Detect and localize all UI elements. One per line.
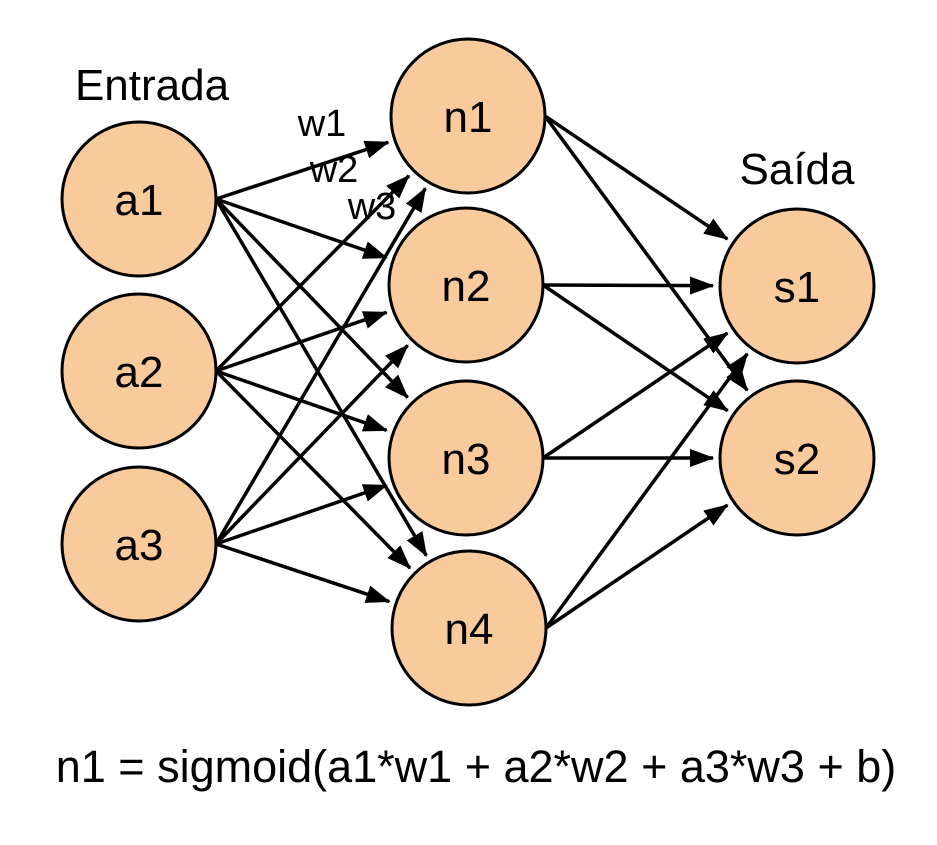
node-label-s2: s2 (774, 435, 820, 484)
output-layer-label: Saída (740, 145, 856, 194)
weight-label-w3: w3 (347, 186, 397, 228)
edge-n1-s2 (543, 114, 749, 392)
edge-a1-n4 (214, 198, 428, 557)
node-n2 (387, 206, 545, 364)
node-n1 (389, 37, 547, 195)
edge-n1-s1 (544, 114, 729, 241)
node-label-n4: n4 (445, 605, 494, 654)
node-label-n3: n3 (442, 435, 491, 484)
node-label-s1: s1 (774, 263, 820, 312)
weight-label-w1: w1 (297, 103, 347, 145)
input-layer-label: Entrada (75, 61, 230, 110)
formula-text: n1 = sigmoid(a1*w1 + a2*w2 + a3*w3 + b) (56, 741, 897, 792)
edge-a1-n3 (214, 197, 409, 399)
edge-n4-s1 (544, 352, 749, 630)
edge-a1-n2 (215, 197, 388, 260)
edge-arrows (214, 114, 749, 630)
node-s2 (718, 379, 876, 537)
edge-a3-n3 (215, 483, 388, 546)
node-a2 (60, 292, 218, 450)
node-label-n1: n1 (444, 93, 493, 142)
edge-a2-n4 (214, 369, 412, 570)
node-n3 (387, 379, 545, 537)
edge-a2-n2 (215, 310, 388, 373)
edge-a3-n2 (214, 344, 409, 546)
node-s1 (718, 207, 876, 365)
edge-a3-n1 (214, 187, 427, 545)
node-label-a2: a2 (115, 348, 164, 397)
edge-n4-s2 (545, 503, 729, 630)
node-label-a3: a3 (115, 521, 164, 570)
node-label-a1: a1 (115, 176, 164, 225)
node-a1 (60, 120, 218, 278)
edge-n3-s1 (542, 331, 729, 460)
node-circles: a1 a2 a3 n1 n2 n3 n4 s1 s2 (60, 37, 876, 707)
node-a3 (60, 465, 218, 623)
edge-a3-n4 (215, 542, 391, 604)
weight-label-w2: w2 (309, 149, 359, 191)
edge-a1-n1 (215, 140, 390, 201)
edge-a2-n1 (214, 174, 411, 373)
node-label-n2: n2 (442, 262, 491, 311)
edge-n2-s2 (542, 283, 729, 413)
edge-n2-s1 (542, 276, 715, 295)
node-n4 (390, 549, 548, 707)
